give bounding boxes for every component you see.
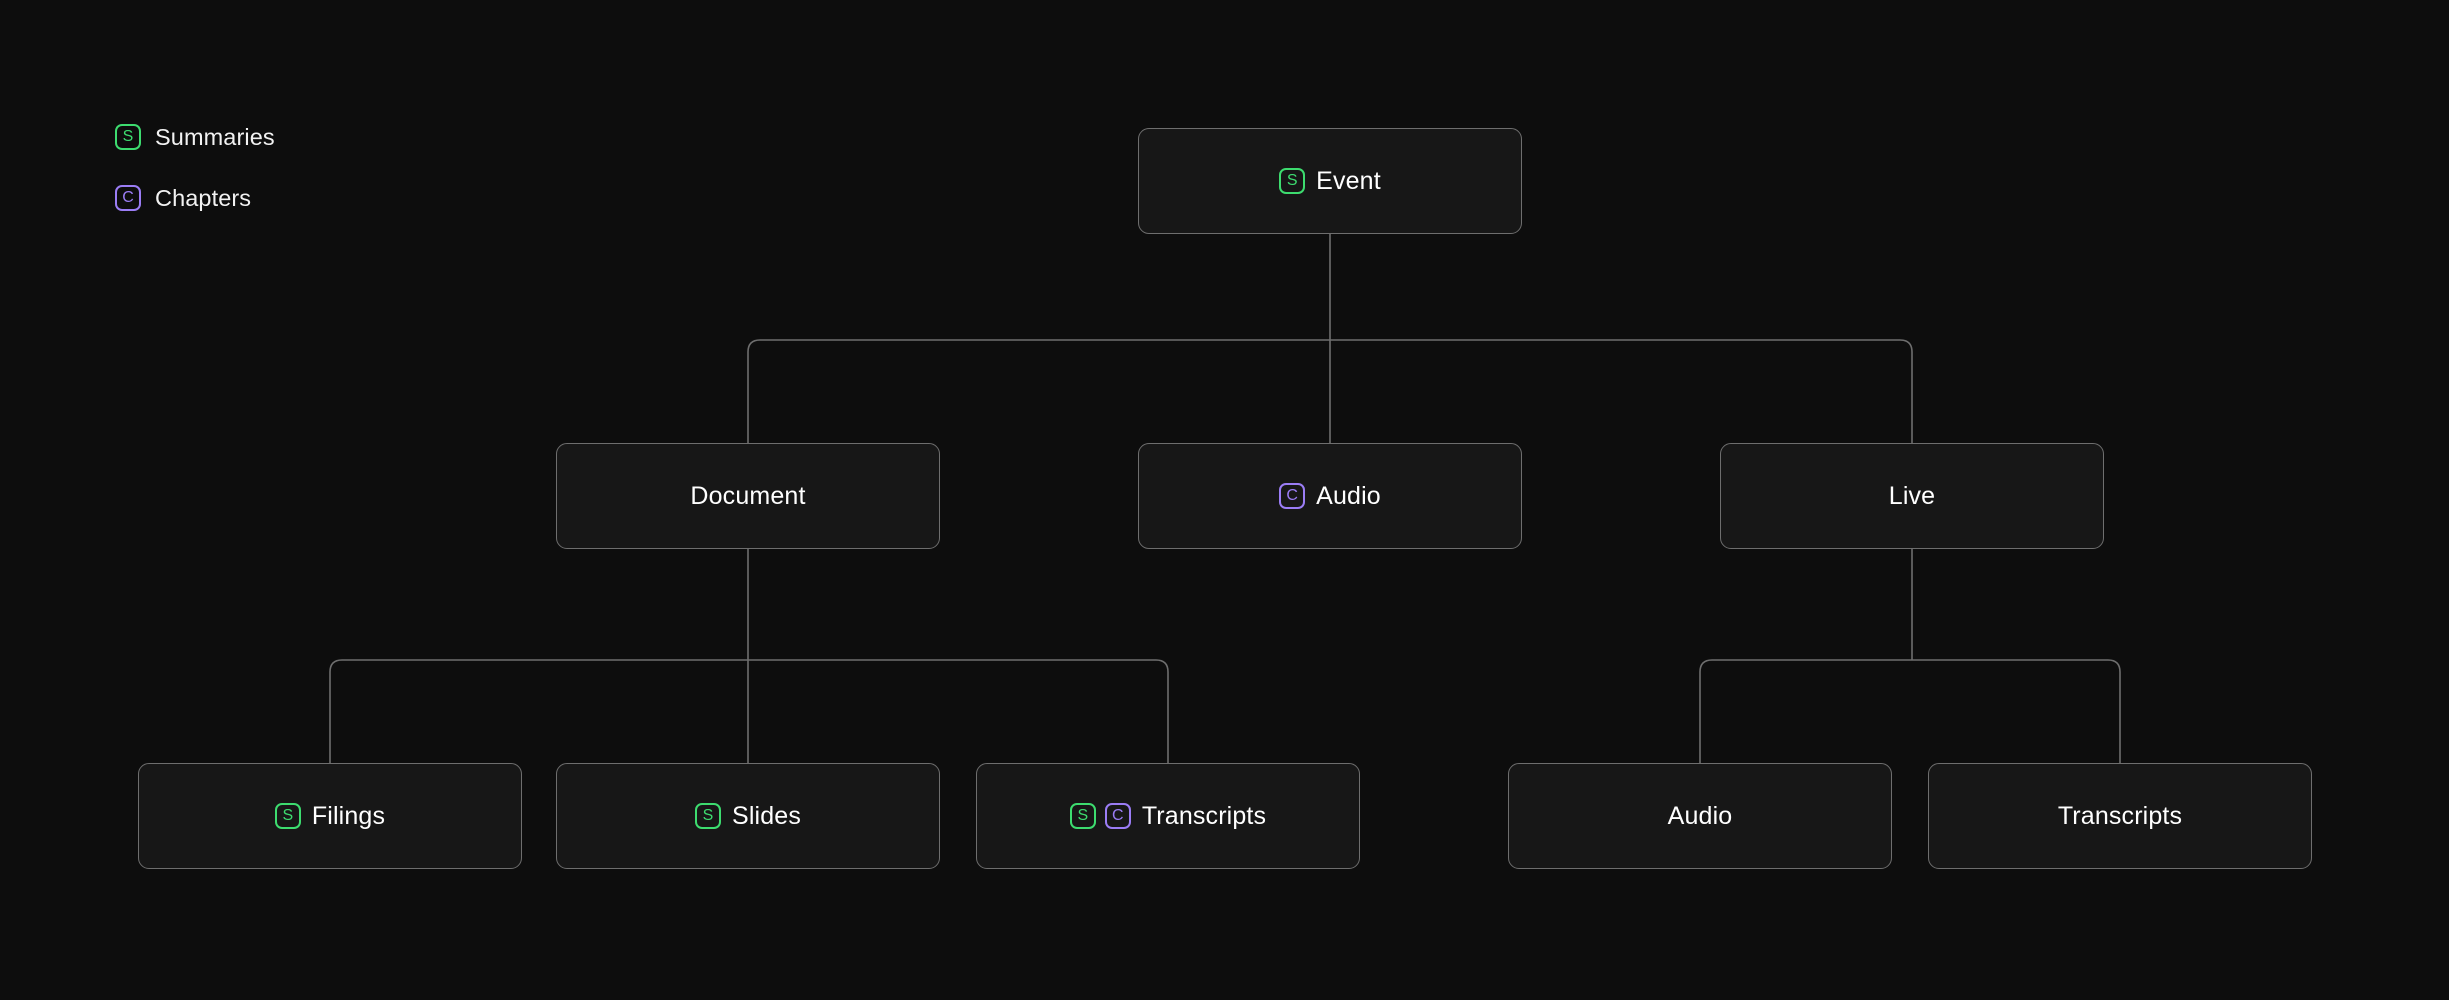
summaries-badge-icon: S [1279, 168, 1306, 194]
edge-event-to-document [747, 339, 1330, 443]
legend-item-summaries: S Summaries [115, 120, 275, 154]
chapters-badge-icon: C [1279, 483, 1306, 509]
node-label: Audio [1667, 801, 1733, 830]
edge-document-to-filings [329, 659, 748, 763]
node-label: Filings [311, 801, 386, 830]
legend-item-chapters: C Chapters [115, 181, 275, 215]
node-slides[interactable]: S Slides [556, 763, 940, 869]
node-label: Event [1316, 166, 1381, 195]
node-document[interactable]: Document [556, 443, 940, 549]
summaries-badge-icon: S [1069, 803, 1096, 829]
summaries-badge-icon: S [695, 803, 721, 829]
node-label: Transcripts [2057, 801, 2183, 830]
node-audio-recorded[interactable]: C Audio [1138, 443, 1522, 549]
edge-document-to-transcripts [748, 659, 1169, 763]
node-label: Transcripts [1141, 801, 1267, 830]
node-label: Live [1888, 481, 1936, 510]
node-label: Slides [732, 801, 801, 830]
node-transcripts-live[interactable]: Transcripts [1928, 763, 2312, 869]
chapters-badge-icon: C [115, 185, 141, 211]
node-transcripts-document[interactable]: S C Transcripts [976, 763, 1360, 869]
node-event[interactable]: S Event [1138, 128, 1522, 234]
node-live[interactable]: Live [1720, 443, 2104, 549]
edge-group-event-children [747, 234, 1913, 443]
node-label: Document [690, 481, 806, 510]
legend-label-summaries: Summaries [155, 123, 275, 150]
legend-label-chapters: Chapters [155, 184, 252, 211]
edge-group-live-children [1699, 549, 2121, 763]
legend: S Summaries C Chapters [115, 120, 275, 242]
edge-group-document-children [329, 549, 1169, 763]
node-audio-live[interactable]: Audio [1508, 763, 1892, 869]
edge-live-to-transcripts [1912, 659, 2121, 763]
edge-event-to-live [1330, 339, 1913, 443]
summaries-badge-icon: S [274, 803, 301, 829]
node-label: Audio [1316, 481, 1381, 510]
summaries-badge-icon: S [115, 124, 141, 150]
edge-live-to-audio [1699, 659, 1912, 763]
node-filings[interactable]: S Filings [138, 763, 522, 869]
chapters-badge-icon: C [1104, 803, 1131, 829]
